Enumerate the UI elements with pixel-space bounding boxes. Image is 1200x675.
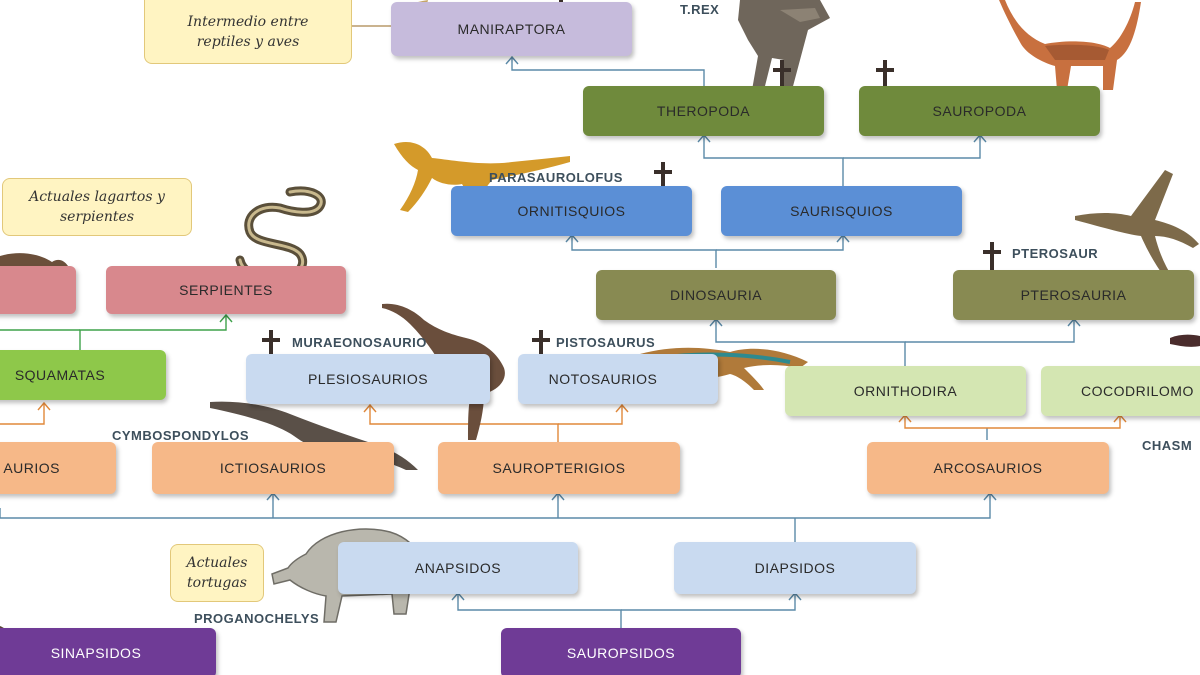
label-trex: T.REX xyxy=(680,2,720,17)
label-pistosaurus: PISTOSAURUS xyxy=(556,335,656,350)
label-chasm: CHASM xyxy=(1142,438,1193,453)
node-theropoda-label: THEROPODA xyxy=(656,103,751,119)
plesiosaur-illustration xyxy=(382,303,505,440)
node-sauropoda-label: SAUROPODA xyxy=(932,103,1027,119)
note-intermedio-text: Intermedio entre reptiles y aves xyxy=(187,13,309,50)
node-diapsidos-label: DIAPSIDOS xyxy=(754,560,836,576)
node-lepidosaurios-label: AURIOS xyxy=(3,460,60,476)
node-ornithodira-label: ORNITHODIRA xyxy=(853,383,958,399)
extinct-cross-icon xyxy=(773,60,791,90)
extinct-cross-icon xyxy=(262,330,280,360)
node-saurisquios[interactable]: SAURISQUIOS xyxy=(721,186,962,236)
node-sauropsidos[interactable]: SAUROPSIDOS xyxy=(501,628,741,675)
node-dinosauria-label: DINOSAURIA xyxy=(669,287,763,303)
extinct-cross-icon xyxy=(876,60,894,90)
crocodile-illustration xyxy=(1170,334,1200,347)
trex-illustration xyxy=(738,0,830,90)
node-sauropoda[interactable]: SAUROPODA xyxy=(859,86,1100,136)
pterosaur-illustration xyxy=(1075,170,1199,278)
node-arcosaurios-label: ARCOSAURIOS xyxy=(933,460,1043,476)
node-ornitisquios[interactable]: ORNITISQUIOS xyxy=(451,186,692,236)
node-maniraptora-label: MANIRAPTORA xyxy=(457,21,566,37)
node-sauropterigios[interactable]: SAUROPTERIGIOS xyxy=(438,442,680,494)
node-anapsidos-label: ANAPSIDOS xyxy=(414,560,502,576)
node-ornithodira[interactable]: ORNITHODIRA xyxy=(785,366,1026,416)
node-theropoda[interactable]: THEROPODA xyxy=(583,86,824,136)
parasaurolophus-illustration xyxy=(394,141,570,212)
node-sauropsidos-label: SAUROPSIDOS xyxy=(566,645,676,661)
node-sauropterigios-label: SAUROPTERIGIOS xyxy=(492,460,626,476)
extinct-cross-icon xyxy=(983,242,1001,272)
node-ictiosaurios[interactable]: ICTIOSAURIOS xyxy=(152,442,394,494)
node-serpientes[interactable]: SERPIENTES xyxy=(106,266,346,314)
extinct-cross-icon xyxy=(532,330,550,360)
sauropod-illustration xyxy=(999,0,1141,90)
node-plesiosaurios-label: PLESIOSAURIOS xyxy=(307,371,429,387)
node-sinapsidos[interactable]: SINAPSIDOS xyxy=(0,628,216,675)
label-cymbospondylos: CYMBOSPONDYLOS xyxy=(112,428,250,443)
label-parasaurolofus: PARASAUROLOFUS xyxy=(489,170,623,185)
node-serpientes-label: SERPIENTES xyxy=(179,282,273,298)
node-pterosauria[interactable]: PTEROSAURIA xyxy=(953,270,1194,320)
node-notosaurios-label: NOTOSAURIOS xyxy=(548,371,658,387)
node-lepidosaurios[interactable]: AURIOS xyxy=(0,442,116,494)
node-squamatas[interactable]: SQUAMATAS xyxy=(0,350,166,400)
note-lagartos: Actuales lagartos y serpientes xyxy=(2,178,192,236)
extinct-cross-icon xyxy=(654,162,672,192)
node-maniraptora[interactable]: MANIRAPTORA xyxy=(391,2,632,56)
node-arcosaurios[interactable]: ARCOSAURIOS xyxy=(867,442,1109,494)
node-cocodrilomorfos[interactable]: COCODRILOMO xyxy=(1041,366,1200,416)
node-diapsidos[interactable]: DIAPSIDOS xyxy=(674,542,916,594)
node-ictiosaurios-label: ICTIOSAURIOS xyxy=(219,460,327,476)
label-pterosaur: PTEROSAUR xyxy=(1012,246,1099,261)
node-anapsidos[interactable]: ANAPSIDOS xyxy=(338,542,578,594)
node-pterosauria-label: PTEROSAURIA xyxy=(1020,287,1127,303)
node-notosaurios[interactable]: NOTOSAURIOS xyxy=(518,354,718,404)
note-lagartos-text: Actuales lagartos y serpientes xyxy=(29,189,165,225)
label-proganochelys: PROGANOCHELYS xyxy=(194,611,320,626)
node-sinapsidos-label: SINAPSIDOS xyxy=(50,645,142,661)
note-intermedio: Intermedio entre reptiles y aves xyxy=(144,0,352,64)
label-muraeonosaurio: MURAEONOSAURIO xyxy=(292,335,427,350)
node-cocodrilomorfos-label: COCODRILOMO xyxy=(1081,383,1194,399)
node-ornitisquios-label: ORNITISQUIOS xyxy=(517,203,626,219)
node-squamatas-label: SQUAMATAS xyxy=(14,367,106,383)
node-saurisquios-label: SAURISQUIOS xyxy=(790,203,893,219)
node-plesiosaurios[interactable]: PLESIOSAURIOS xyxy=(246,354,490,404)
node-lagartos[interactable] xyxy=(0,266,76,314)
note-tortugas-text: Actuales tortugas xyxy=(186,555,248,591)
node-dinosauria[interactable]: DINOSAURIA xyxy=(596,270,836,320)
note-tortugas: Actuales tortugas xyxy=(170,544,264,602)
